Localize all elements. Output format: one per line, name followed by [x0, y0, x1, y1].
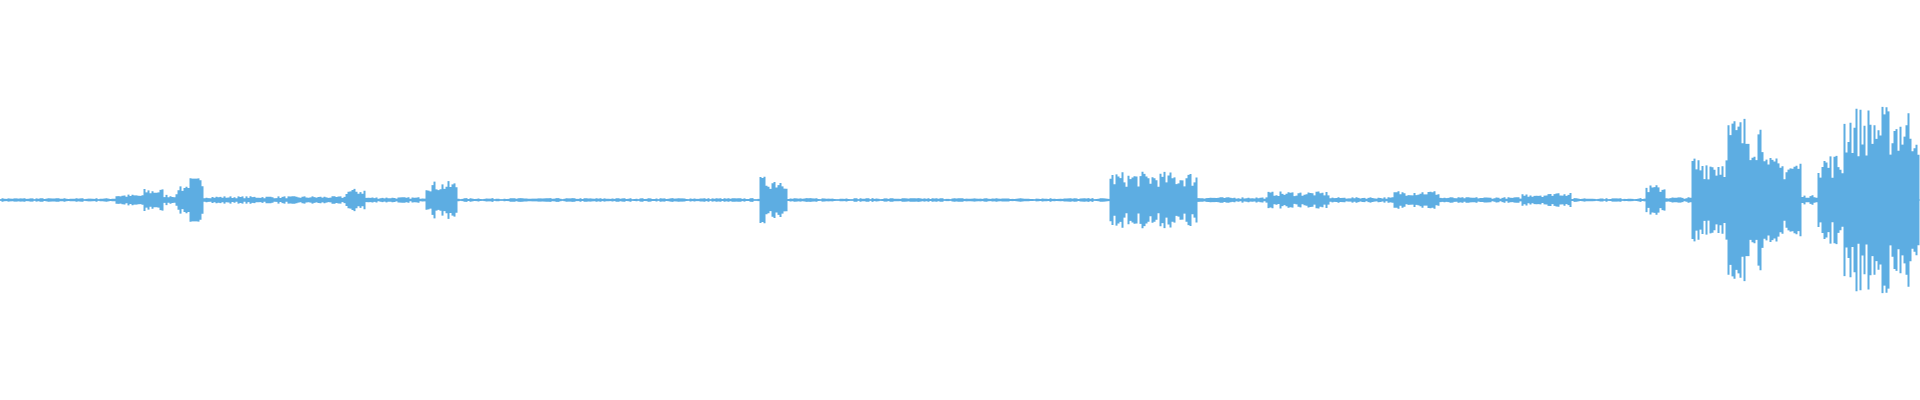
- waveform-amplitude-path: [0, 106, 1920, 294]
